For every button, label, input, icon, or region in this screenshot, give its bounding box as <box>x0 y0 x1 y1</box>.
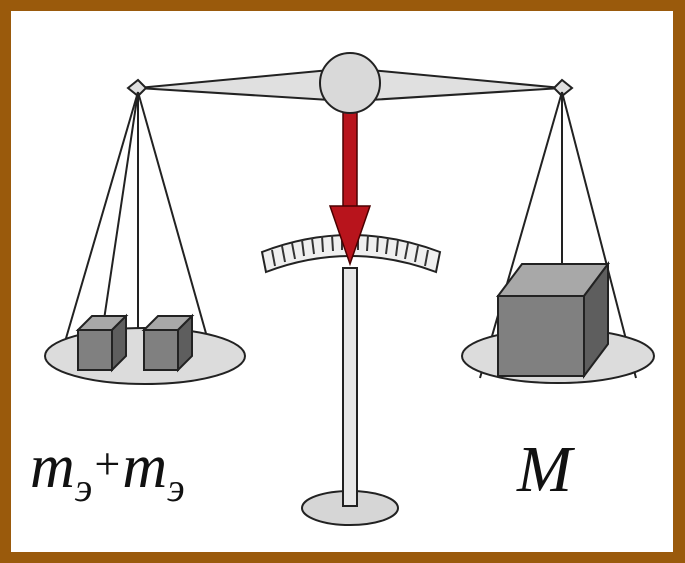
right-mass-label: M <box>517 433 572 506</box>
left-mass-subscript-2: э <box>167 465 185 510</box>
left-mass-label: mэ+mэ <box>30 432 185 510</box>
plus-sign: + <box>94 438 121 489</box>
stand-pole <box>342 267 358 507</box>
right-hook <box>552 78 574 98</box>
pointer-arrowhead <box>328 205 372 267</box>
scale-ticks <box>271 234 429 267</box>
left-mass-subscript-1: э <box>74 465 93 510</box>
left-mass-symbol-2: m <box>122 433 168 501</box>
left-mass-symbol-1: m <box>30 433 75 501</box>
small-weight-2 <box>141 313 195 373</box>
large-weight <box>496 261 610 379</box>
left-hook <box>126 78 148 98</box>
small-weight-1 <box>75 313 129 373</box>
pivot <box>319 52 381 114</box>
